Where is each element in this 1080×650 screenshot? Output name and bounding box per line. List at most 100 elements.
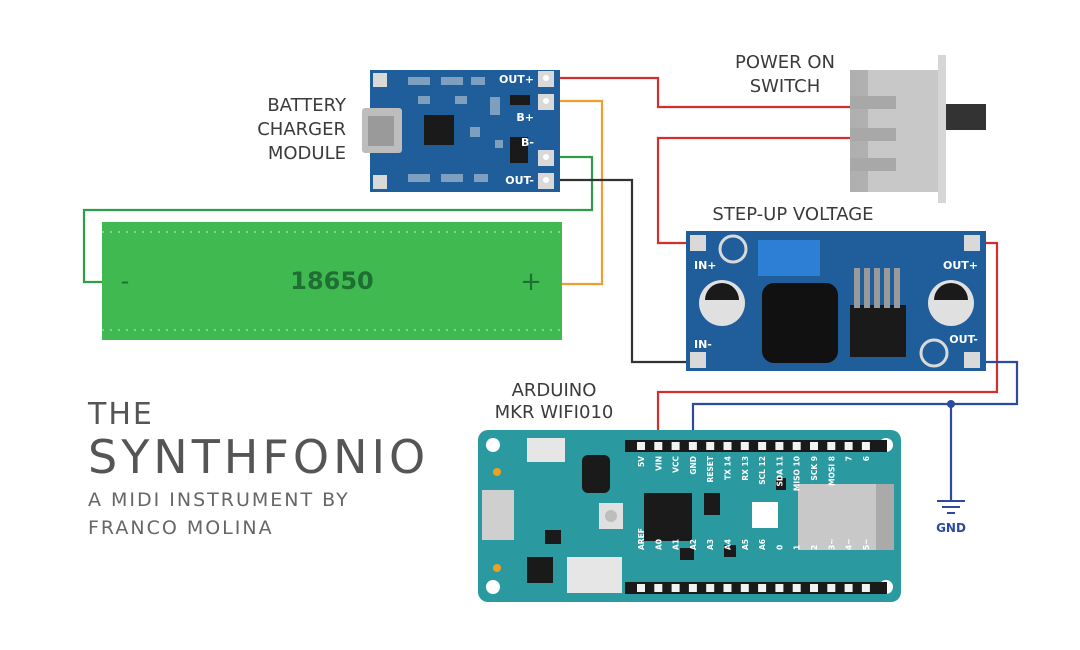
- charger-label-b-minus: B-: [521, 136, 534, 149]
- arduino-title-1: ARDUINO: [512, 380, 597, 401]
- arduino-pin-label: A2: [689, 539, 698, 550]
- charger-title-3: MODULE: [268, 143, 346, 164]
- arduino-pin-label: 5V: [637, 456, 646, 467]
- arduino-pin-label: 5~: [862, 538, 871, 550]
- header-pin: [688, 584, 697, 592]
- header-pin: [758, 442, 767, 450]
- arduino-mkr-board: 5V VIN VCC GND RESET TX 14 RX 13 SCL 12 SDA 11 MI…: [478, 430, 901, 602]
- arduino-pin-label: MOSI 8: [827, 456, 836, 486]
- arduino-pin-label: A4: [724, 539, 733, 550]
- arduino-pin-label: AREF: [637, 528, 646, 550]
- arduino-pin-label: 2: [810, 545, 819, 550]
- wire-switch-to-in-plus: [656, 136, 850, 245]
- wire-b-minus-to-battery: [82, 155, 594, 284]
- header-pin: [740, 442, 749, 450]
- charger-label-out-minus: OUT-: [505, 174, 534, 187]
- header-pin: [706, 584, 715, 592]
- potentiometer: [758, 240, 820, 276]
- title-subtitle-1: A MIDI INSTRUMENT BY: [88, 489, 350, 511]
- arduino-pin-label: VCC: [672, 456, 681, 473]
- arduino-pin-label: VIN: [654, 456, 663, 471]
- arduino-pin-label: 6: [862, 456, 871, 461]
- header-pin: [671, 584, 680, 592]
- title-subtitle-2: FRANCO MOLINA: [88, 517, 274, 539]
- arduino-pin-label: 1: [793, 545, 802, 550]
- title-the: THE: [88, 397, 154, 432]
- header-pin: [792, 442, 801, 450]
- arduino-pin-label: MISO 10: [793, 456, 802, 491]
- arduino-pin-label: RESET: [706, 455, 715, 482]
- header-pin: [861, 584, 870, 592]
- arduino-title-2: MKR WIFI010: [495, 402, 614, 423]
- wire-stepup-out-minus-to-gnd: [691, 360, 1019, 445]
- charger-title-1: BATTERY: [267, 95, 347, 116]
- header-pin: [758, 584, 767, 592]
- stepup-label-in-minus: IN-: [694, 338, 712, 351]
- battery-18650: 18650 - +: [102, 222, 562, 340]
- arduino-pin-label: RX 13: [741, 456, 750, 481]
- wire-stepup-out-plus-to-vin: [656, 241, 999, 445]
- header-pin: [844, 442, 853, 450]
- header-pin: [810, 584, 818, 592]
- wire-out-plus-to-switch: [546, 76, 850, 109]
- header-pin: [706, 442, 715, 450]
- battery-plus: +: [520, 267, 542, 297]
- header-pin: [723, 584, 732, 592]
- stepup-label-out-plus: OUT+: [943, 259, 978, 272]
- arduino-pin-label: 3~: [827, 538, 836, 550]
- gnd-label: GND: [936, 521, 966, 535]
- arduino-pin-label: SCK 9: [810, 456, 819, 481]
- gnd-junction: [947, 400, 955, 408]
- header-pin: [637, 442, 645, 450]
- header-pin: [723, 442, 732, 450]
- header-pin: [654, 584, 663, 592]
- header-pin: [740, 584, 749, 592]
- title-block: THE SYNTHFONIO A MIDI INSTRUMENT BY FRAN…: [88, 398, 429, 542]
- header-pin: [775, 442, 784, 450]
- stepup-label-out-minus: OUT-: [949, 333, 978, 346]
- top-header-pins: [637, 442, 870, 450]
- arduino-pin-label: A6: [758, 539, 767, 550]
- arduino-pin-label: SDA 11: [775, 456, 784, 486]
- header-pin: [775, 584, 784, 592]
- arduino-pin-label: A5: [741, 539, 750, 550]
- top-pin-labels: 5V VIN VCC GND RESET TX 14 RX 13 SCL 12 SDA 11 MI…: [637, 455, 871, 491]
- header-pin: [654, 442, 663, 450]
- header-pin: [827, 442, 836, 450]
- title-name: SYNTHFONIO: [88, 430, 430, 484]
- header-pin: [688, 442, 697, 450]
- header-pin: [861, 442, 870, 450]
- charger-title-2: CHARGER: [257, 119, 346, 140]
- gnd-symbol: [937, 500, 965, 514]
- stepup-label-in-plus: IN+: [694, 259, 717, 272]
- wire-b-plus-to-battery: [546, 99, 604, 286]
- arduino-pin-label: 7: [845, 456, 854, 461]
- header-pin: [671, 442, 680, 450]
- arduino-pin-label: A1: [672, 539, 681, 550]
- wires: [82, 76, 1019, 500]
- arduino-pin-label: SCL 12: [758, 456, 767, 485]
- header-pin: [637, 584, 645, 592]
- header-pin: [844, 584, 853, 592]
- arduino-pin-label: GND: [689, 456, 698, 475]
- header-pin: [810, 442, 818, 450]
- charger-label-b-plus: B+: [516, 111, 534, 124]
- battery-label: 18650: [290, 267, 374, 295]
- wire-out-minus-to-in-minus: [546, 178, 697, 364]
- switch-title-1: POWER ON: [735, 52, 835, 73]
- switch-lever: [946, 104, 986, 130]
- arduino-pin-label: A3: [706, 539, 715, 550]
- arduino-pin-label: 0: [775, 545, 784, 550]
- switch-title-2: SWITCH: [750, 76, 821, 97]
- battery-minus: -: [121, 267, 130, 295]
- stepup-title: STEP-UP VOLTAGE: [712, 204, 873, 225]
- arduino-pin-label: A0: [654, 539, 663, 550]
- stepup-module: IN+ IN- OUT+ OUT-: [686, 231, 986, 371]
- charger-label-out-plus: OUT+: [499, 73, 534, 86]
- arduino-pin-label: TX 14: [724, 456, 733, 480]
- header-pin: [792, 584, 801, 592]
- header-pin: [827, 584, 836, 592]
- bottom-header-pins: [637, 584, 870, 592]
